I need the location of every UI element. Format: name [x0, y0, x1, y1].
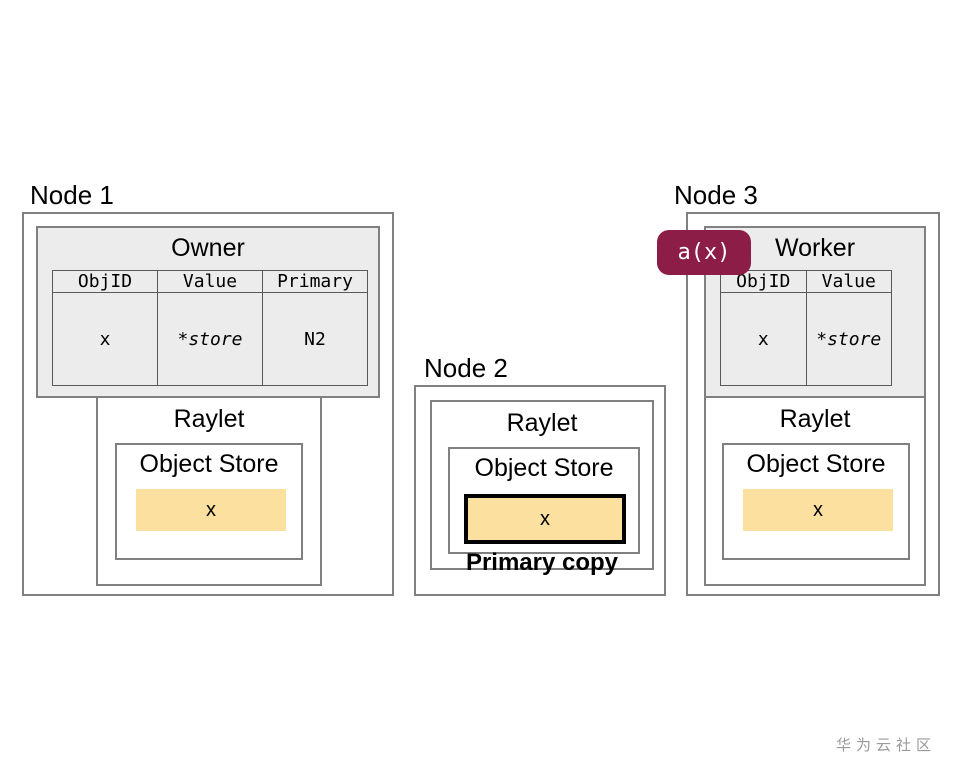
object-label: x	[813, 498, 823, 521]
node-1-object-store-title: Object Store	[139, 450, 279, 478]
node-1-owner-panel: Owner ObjID Value Primary x *store	[36, 226, 380, 398]
node-3-task-badge: a(x)	[657, 230, 751, 275]
node-3-object-store-title: Object Store	[746, 450, 886, 478]
task-badge-label: a(x)	[677, 240, 731, 265]
node-3-label: Node 3	[674, 180, 758, 210]
table-header-row: ObjID Value	[720, 270, 892, 293]
node-3-worker-panel: Worker ObjID Value x *store	[704, 226, 926, 398]
watermark: 华为云社区	[836, 736, 937, 754]
table-row: x *store N2	[52, 292, 368, 386]
node-3-container: Worker ObjID Value x *store	[686, 212, 940, 596]
table-header-row: ObjID Value Primary	[52, 270, 368, 293]
node-2-raylet-panel: Raylet Object Store x	[430, 400, 654, 570]
node-1-raylet-title: Raylet	[173, 405, 245, 433]
node-1-label: Node 1	[30, 180, 114, 210]
table-cell-objid: x	[720, 292, 807, 386]
node-2-container: Raylet Object Store x Primary copy	[414, 385, 666, 596]
node-3-raylet-panel: Raylet Object Store x	[704, 396, 926, 586]
node-3-worker-table: ObjID Value x *store	[720, 270, 892, 386]
node-3-worker-title: Worker	[774, 234, 856, 262]
object-label: x	[206, 498, 216, 521]
node-3-worker-table-wrap: ObjID Value x *store	[720, 270, 892, 386]
node-1-container: Owner ObjID Value Primary x *store	[22, 212, 394, 596]
table-header-cell: Value	[805, 270, 892, 293]
table-cell-objid: x	[52, 292, 158, 386]
node-2-primary-copy-caption: Primary copy	[465, 549, 619, 576]
object-label: x	[540, 507, 550, 530]
table-header-cell: Primary	[262, 270, 368, 293]
table-header-cell: ObjID	[720, 270, 807, 293]
table-row: x *store	[720, 292, 892, 386]
table-cell-value: *store	[157, 292, 263, 386]
node-2-object-x-primary: x	[464, 494, 626, 544]
node-1-owner-table: ObjID Value Primary x *store N2	[52, 270, 368, 386]
table-cell-primary: N2	[262, 292, 368, 386]
table-header-cell: ObjID	[52, 270, 158, 293]
table-cell-value: *store	[805, 292, 892, 386]
node-2-raylet-title: Raylet	[506, 409, 578, 437]
node-2-object-store-title: Object Store	[474, 454, 614, 482]
node-1-object-store-panel: Object Store x	[115, 443, 303, 560]
node-3-object-store-panel: Object Store x	[722, 443, 910, 560]
node-1-owner-title: Owner	[171, 234, 245, 262]
table-header-cell: Value	[157, 270, 263, 293]
node-1-object-x: x	[136, 489, 286, 531]
node-1-raylet-panel: Raylet Object Store x	[96, 396, 322, 586]
node-3-object-x: x	[743, 489, 893, 531]
node-1-owner-table-wrap: ObjID Value Primary x *store N2	[52, 270, 368, 386]
node-3-raylet-title: Raylet	[779, 405, 851, 433]
node-2-label: Node 2	[424, 353, 508, 383]
